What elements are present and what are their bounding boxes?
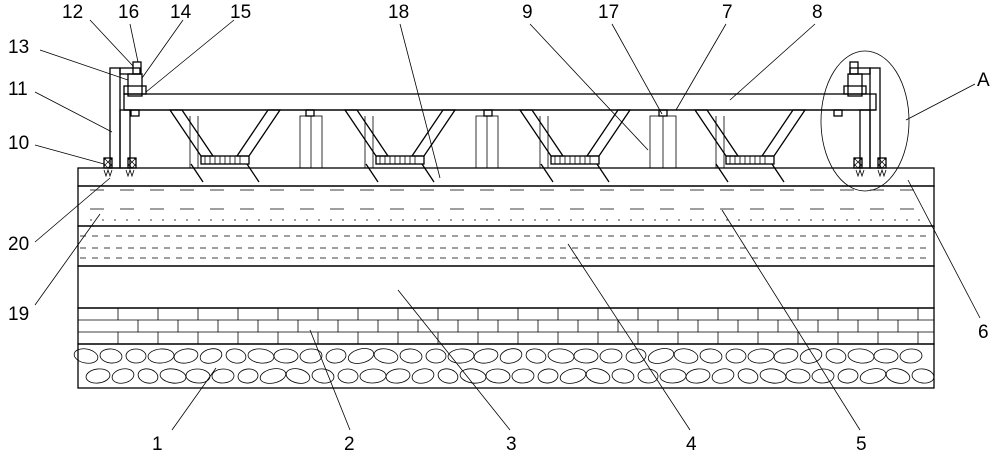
label-16: 16 [118,2,139,23]
label-7: 7 [722,2,733,23]
label-10: 10 [8,133,29,154]
ground-layers [73,168,935,388]
callout-labels: 12 16 14 15 13 11 10 20 19 18 9 17 7 8 A… [8,2,990,455]
layer-top [78,168,934,186]
label-11: 11 [8,79,28,100]
label-20: 20 [8,234,29,255]
layer-2-bricks [78,308,934,344]
label-4: 4 [686,434,697,455]
top-beam [124,94,876,110]
layer-4 [78,226,934,266]
right-bracket [821,51,909,191]
label-3: 3 [506,434,517,455]
label-8: 8 [812,2,823,23]
label-9: 9 [522,2,533,23]
leader-lines [35,20,980,430]
layer-5 [78,186,934,226]
truss-structure [124,94,876,182]
label-12: 12 [62,2,83,23]
label-17: 17 [598,2,619,23]
label-14: 14 [170,2,192,23]
label-15: 15 [230,2,251,23]
label-5: 5 [856,434,867,455]
label-19: 19 [8,304,29,325]
label-A: A [977,70,990,91]
label-18: 18 [388,2,409,23]
label-1: 1 [152,434,163,455]
label-2: 2 [344,434,355,455]
detail-circle-a [821,51,909,191]
label-6: 6 [978,322,989,343]
layer-3 [78,266,934,308]
layer-4-lines [80,236,932,258]
layer-1-stones [73,346,935,385]
truss-webs [170,110,805,182]
layer-5-dash-lines [90,190,930,220]
layer-2 [78,308,934,344]
label-13: 13 [8,37,29,58]
